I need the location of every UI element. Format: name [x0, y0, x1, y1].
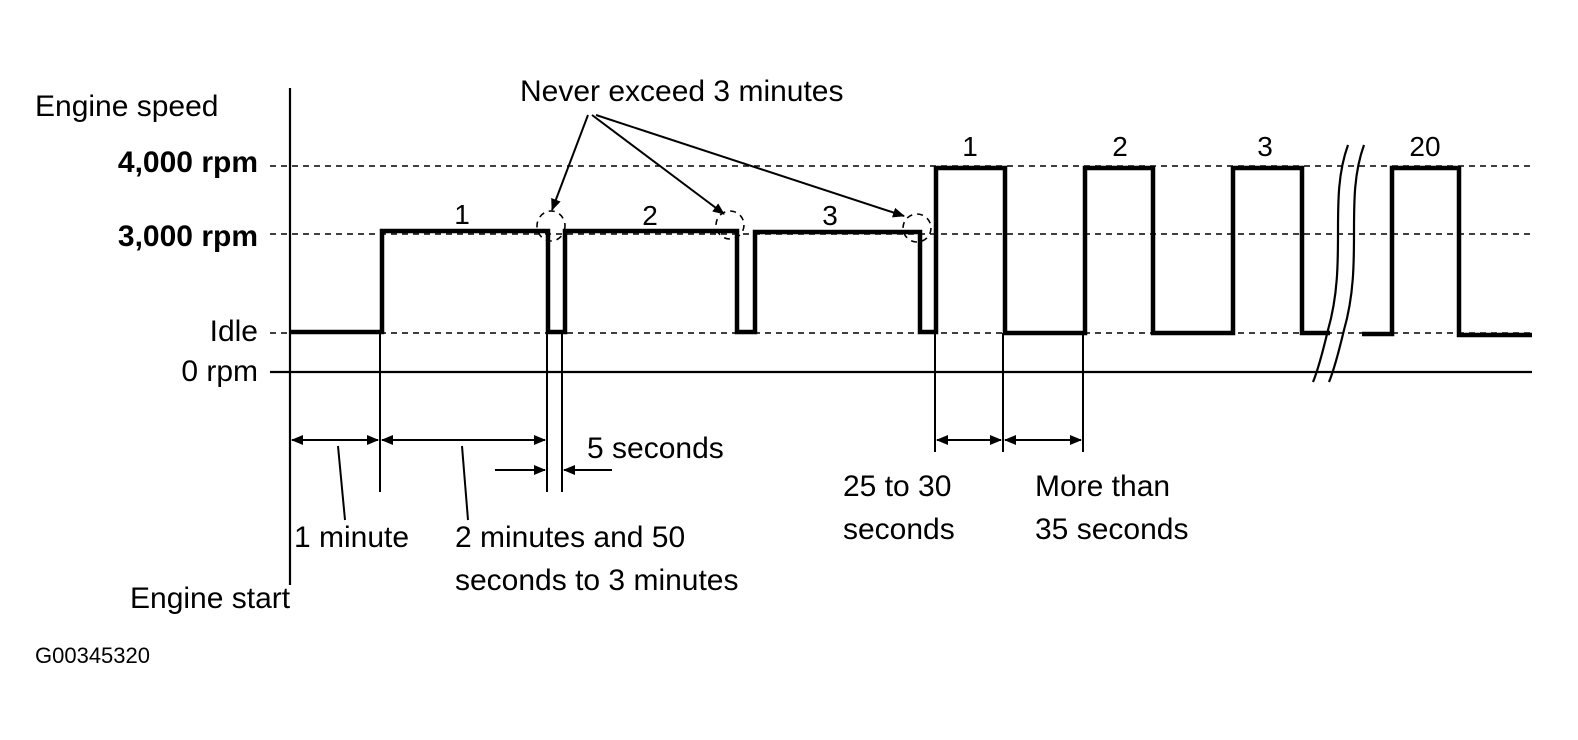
- cycle-number-3b: 3: [1257, 131, 1273, 162]
- never-exceed-arrows: [551, 114, 905, 218]
- duration-high-label-line2: seconds: [843, 513, 955, 546]
- y-axis-title: Engine speed: [35, 90, 219, 123]
- axis-break-marks: [1311, 144, 1366, 383]
- duration-idle-label-line1: More than: [1035, 470, 1170, 503]
- cycle-number-1b: 1: [962, 131, 978, 162]
- level-label-idle: Idle: [210, 315, 258, 348]
- cycle-number-20b: 20: [1409, 131, 1440, 162]
- duration-hold-label-line2: seconds to 3 minutes: [455, 564, 739, 597]
- speed-waveform-phase1: [290, 165, 1330, 336]
- cycle-number-2b: 2: [1112, 131, 1128, 162]
- duration-warmup-label: 1 minute: [294, 521, 409, 554]
- level-label-zero: 0 rpm: [181, 355, 258, 388]
- drop-highlight-circles: [536, 210, 932, 243]
- never-exceed-note: Never exceed 3 minutes: [520, 75, 844, 108]
- figure-id: G00345320: [35, 643, 150, 668]
- cycle-number-1a: 1: [454, 199, 470, 230]
- speed-waveform-phase2: [1362, 165, 1532, 338]
- duration-drop-label: 5 seconds: [587, 432, 724, 465]
- level-label-3000: 3,000 rpm: [118, 220, 258, 253]
- duration-high-label-line1: 25 to 30: [843, 470, 951, 503]
- reference-lines: [270, 165, 1532, 374]
- cycle-number-3a: 3: [822, 200, 838, 231]
- duration-arrows: [291, 435, 1082, 475]
- cycle-number-2a: 2: [642, 200, 658, 231]
- leader-lines: [337, 445, 469, 521]
- duration-hold-label-line1: 2 minutes and 50: [455, 521, 685, 554]
- duration-idle-label-line2: 35 seconds: [1035, 513, 1188, 546]
- level-label-4000: 4,000 rpm: [118, 146, 258, 179]
- duration-extension-lines: [379, 333, 1084, 492]
- engine-start-label: Engine start: [130, 582, 291, 615]
